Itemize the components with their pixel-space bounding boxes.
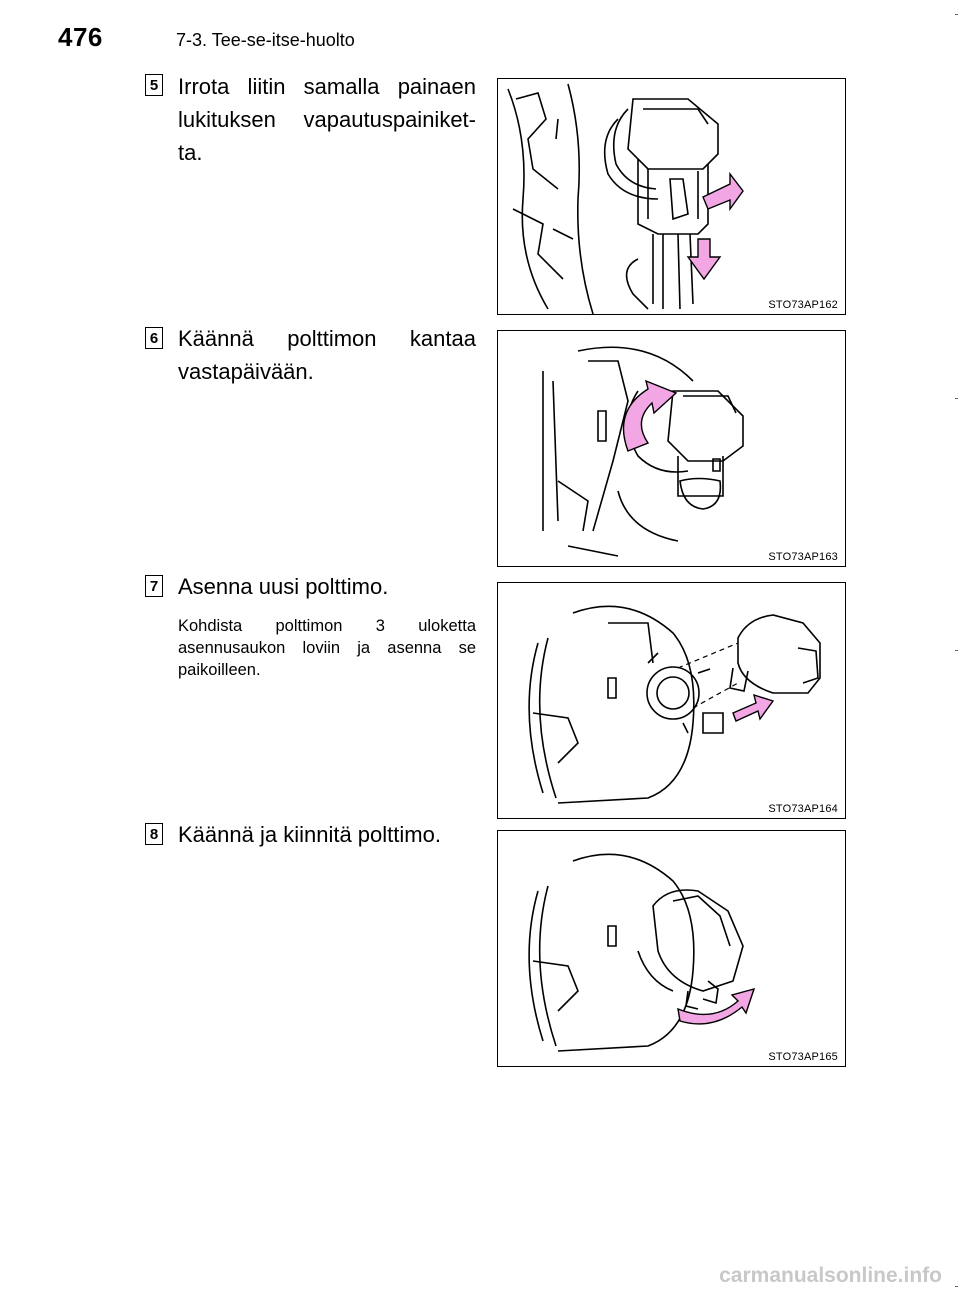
figure-rotate-socket: STO73AP163 — [497, 330, 846, 567]
figure-lock-bulb: STO73AP165 — [497, 830, 846, 1067]
figure-code: STO73AP163 — [768, 551, 838, 563]
step-instruction: Asenna uusi polttimo. — [178, 574, 389, 599]
lock-bulb-illustration — [528, 853, 756, 1052]
watermark: carmanualsonline.info — [719, 1264, 942, 1287]
step-number-badge: 8 — [145, 823, 163, 845]
rotate-socket-illustration — [542, 346, 744, 557]
push-arrow-icon — [702, 171, 744, 212]
crop-mark — [955, 1286, 958, 1287]
section-title: 7-3. Tee-se-itse-huolto — [176, 30, 355, 50]
clockwise-arrow-icon — [677, 987, 756, 1025]
step-instruction: Käännä ja kiinnitä polttimo. — [178, 822, 441, 847]
step-instruction: Käännä polttimon kantaa vastapäivään. — [178, 326, 476, 384]
figure-code: STO73AP164 — [768, 803, 838, 815]
figure-code: STO73AP165 — [768, 1051, 838, 1063]
figure-install-bulb: STO73AP164 — [497, 582, 846, 819]
crop-mark — [955, 14, 958, 15]
crop-mark — [955, 398, 958, 399]
step-number-badge: 6 — [145, 327, 163, 349]
figure-connector-release: STO73AP162 — [497, 78, 846, 315]
crop-mark — [955, 650, 958, 651]
step-note: Kohdista polttimon 3 uloketta asennusauk… — [178, 617, 476, 679]
page-number: 476 — [58, 22, 103, 52]
step-number-badge: 5 — [145, 74, 163, 96]
connector-release-illustration — [507, 83, 744, 314]
pull-down-arrow-icon — [686, 238, 722, 281]
counterclockwise-arrow-icon — [622, 379, 678, 452]
step-instruction: Irrota liitin samalla painaen lukituksen… — [178, 74, 476, 165]
install-bulb-illustration — [528, 605, 821, 804]
step-number-badge: 7 — [145, 575, 163, 597]
figure-code: STO73AP162 — [768, 299, 838, 311]
insert-arrow-icon — [732, 693, 775, 722]
